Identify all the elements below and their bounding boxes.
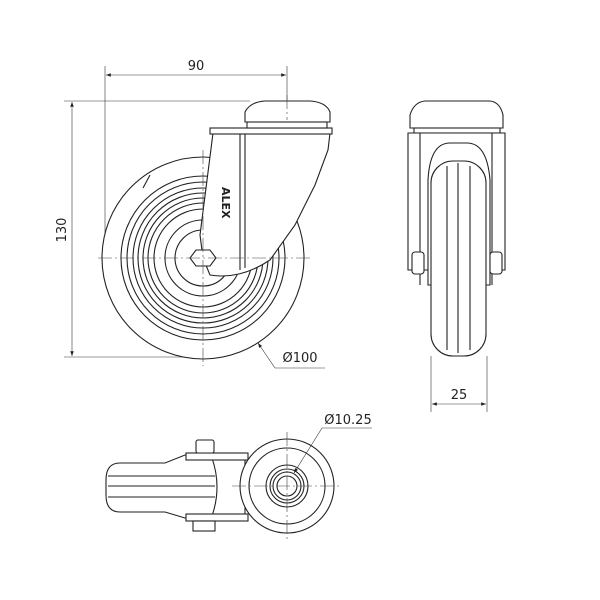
bolt-hole-diameter-label: Ø10.25 [324, 413, 371, 428]
mounting-cap-front [244, 100, 331, 129]
wheel-width-dimension: 25 [430, 356, 488, 412]
wheel-width-label: 25 [451, 388, 468, 403]
height-dimension-label: 130 [55, 218, 70, 243]
front-view: 90 130 [55, 59, 333, 369]
wheel-diameter-label: Ø100 [282, 351, 317, 366]
wheel-diameter-dimension: Ø100 [257, 342, 325, 369]
axle-nut-left-icon [411, 251, 425, 275]
logo-text: ALEX [219, 187, 232, 219]
fork-front [199, 127, 333, 277]
bottom-view: Ø10.25 [105, 413, 372, 540]
bolt-bottom-icon [192, 520, 216, 532]
bolt-hole-diameter-dimension: Ø10.25 [293, 413, 372, 474]
bolt-top-icon [195, 439, 215, 454]
side-view: 25 [407, 100, 506, 412]
width-dimension-label: 90 [188, 59, 205, 74]
width-dimension: 90 [104, 59, 288, 250]
axle-nut-right-icon [489, 251, 503, 275]
